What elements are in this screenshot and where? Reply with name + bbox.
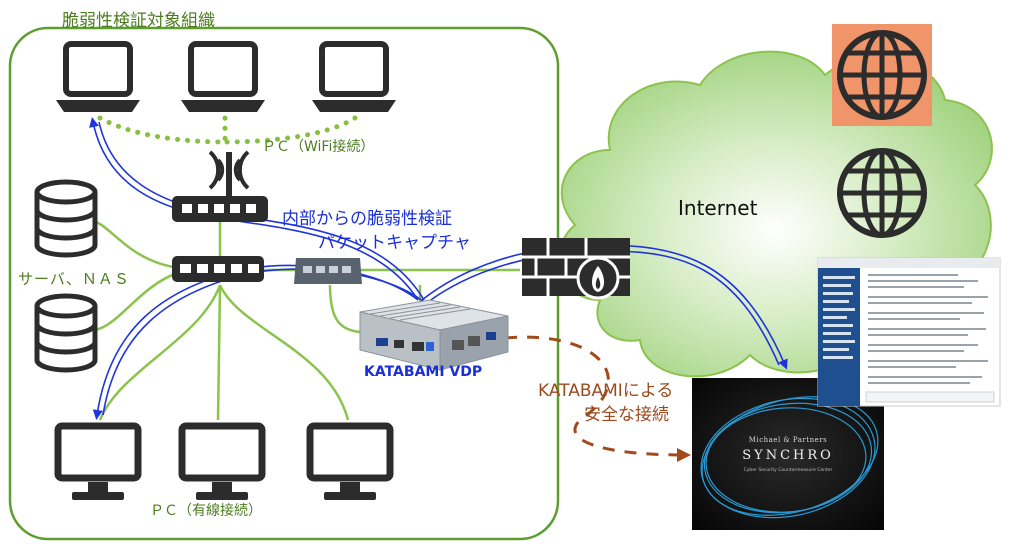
desktop-monitor-icon: [54, 422, 142, 500]
internet-label: Internet: [678, 196, 758, 220]
globe-icon: [832, 24, 932, 126]
desktop-monitor-icon: [178, 422, 266, 500]
firewall-icon: [522, 238, 630, 300]
secure-connection-label-line1: KATABAMIによる: [538, 381, 674, 401]
laptop-icon: [56, 41, 140, 112]
organization-title: 脆弱性検証対象組織: [62, 11, 215, 31]
synchro-brand: SYNCHRO: [742, 448, 834, 463]
wifi-pc-label: ＰＣ（WiFi接続）: [262, 139, 375, 155]
capture-label-line1: 内部からの脆弱性検証: [282, 209, 452, 229]
device-name-label: KATABAMI VDP: [364, 364, 483, 380]
wifi-links: [97, 105, 358, 145]
globe-icon: [837, 148, 927, 238]
katabami-vdp-device: [359, 299, 509, 371]
synchro-tagline: Cyber Security Countermeasure Center: [743, 468, 833, 473]
tap-switch-icon: [294, 258, 362, 284]
desktop-monitor-icon: [306, 422, 394, 500]
chat-app-screenshot: [817, 257, 1001, 407]
server-icon: [34, 179, 98, 258]
secure-connection-label-line2: 安全な接続: [584, 405, 669, 425]
nas-icon: [34, 293, 98, 373]
synchro-company: Michael & Partners: [748, 436, 828, 444]
capture-label-line2: パケットキャプチャ: [318, 233, 471, 253]
server-nas-label: サーバ、ＮＡＳ: [18, 270, 130, 288]
laptop-icon: [181, 41, 265, 112]
laptop-icon: [312, 41, 396, 112]
secure-connection-arrow: [504, 335, 691, 462]
network-switch-icon: [172, 256, 264, 282]
wired-pc-label: ＰＣ（有線接続）: [150, 503, 262, 519]
wireless-router-icon: [172, 150, 268, 222]
